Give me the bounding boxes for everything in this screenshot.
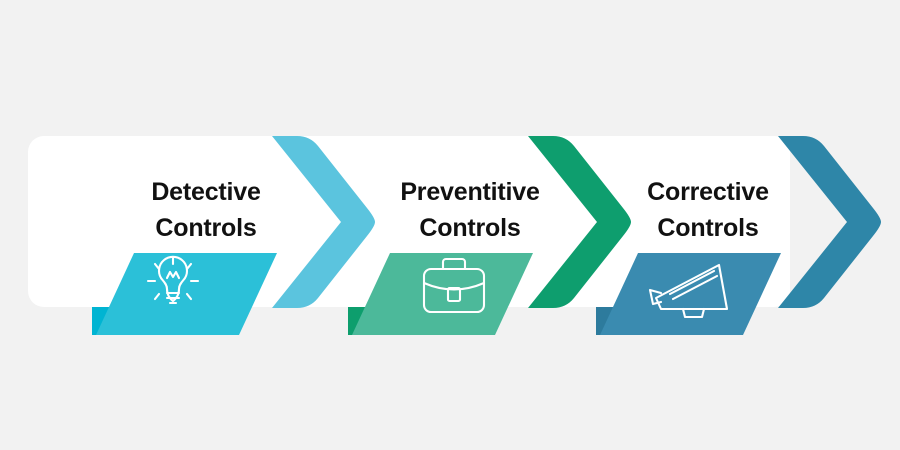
stage-corrective[interactable]: [596, 136, 881, 335]
megaphone-icon: [648, 263, 729, 319]
stage-detective[interactable]: [92, 136, 375, 335]
chevron-detective-icon: [272, 136, 375, 308]
chevron-preventitive-icon: [528, 136, 631, 308]
briefcase-icon: [422, 257, 486, 314]
tile-preventitive: [352, 253, 533, 335]
tile-corrective: [600, 253, 781, 335]
lightbulb-icon: [146, 255, 200, 305]
chevron-corrective-icon: [778, 136, 881, 308]
stage-preventitive[interactable]: [348, 136, 631, 335]
